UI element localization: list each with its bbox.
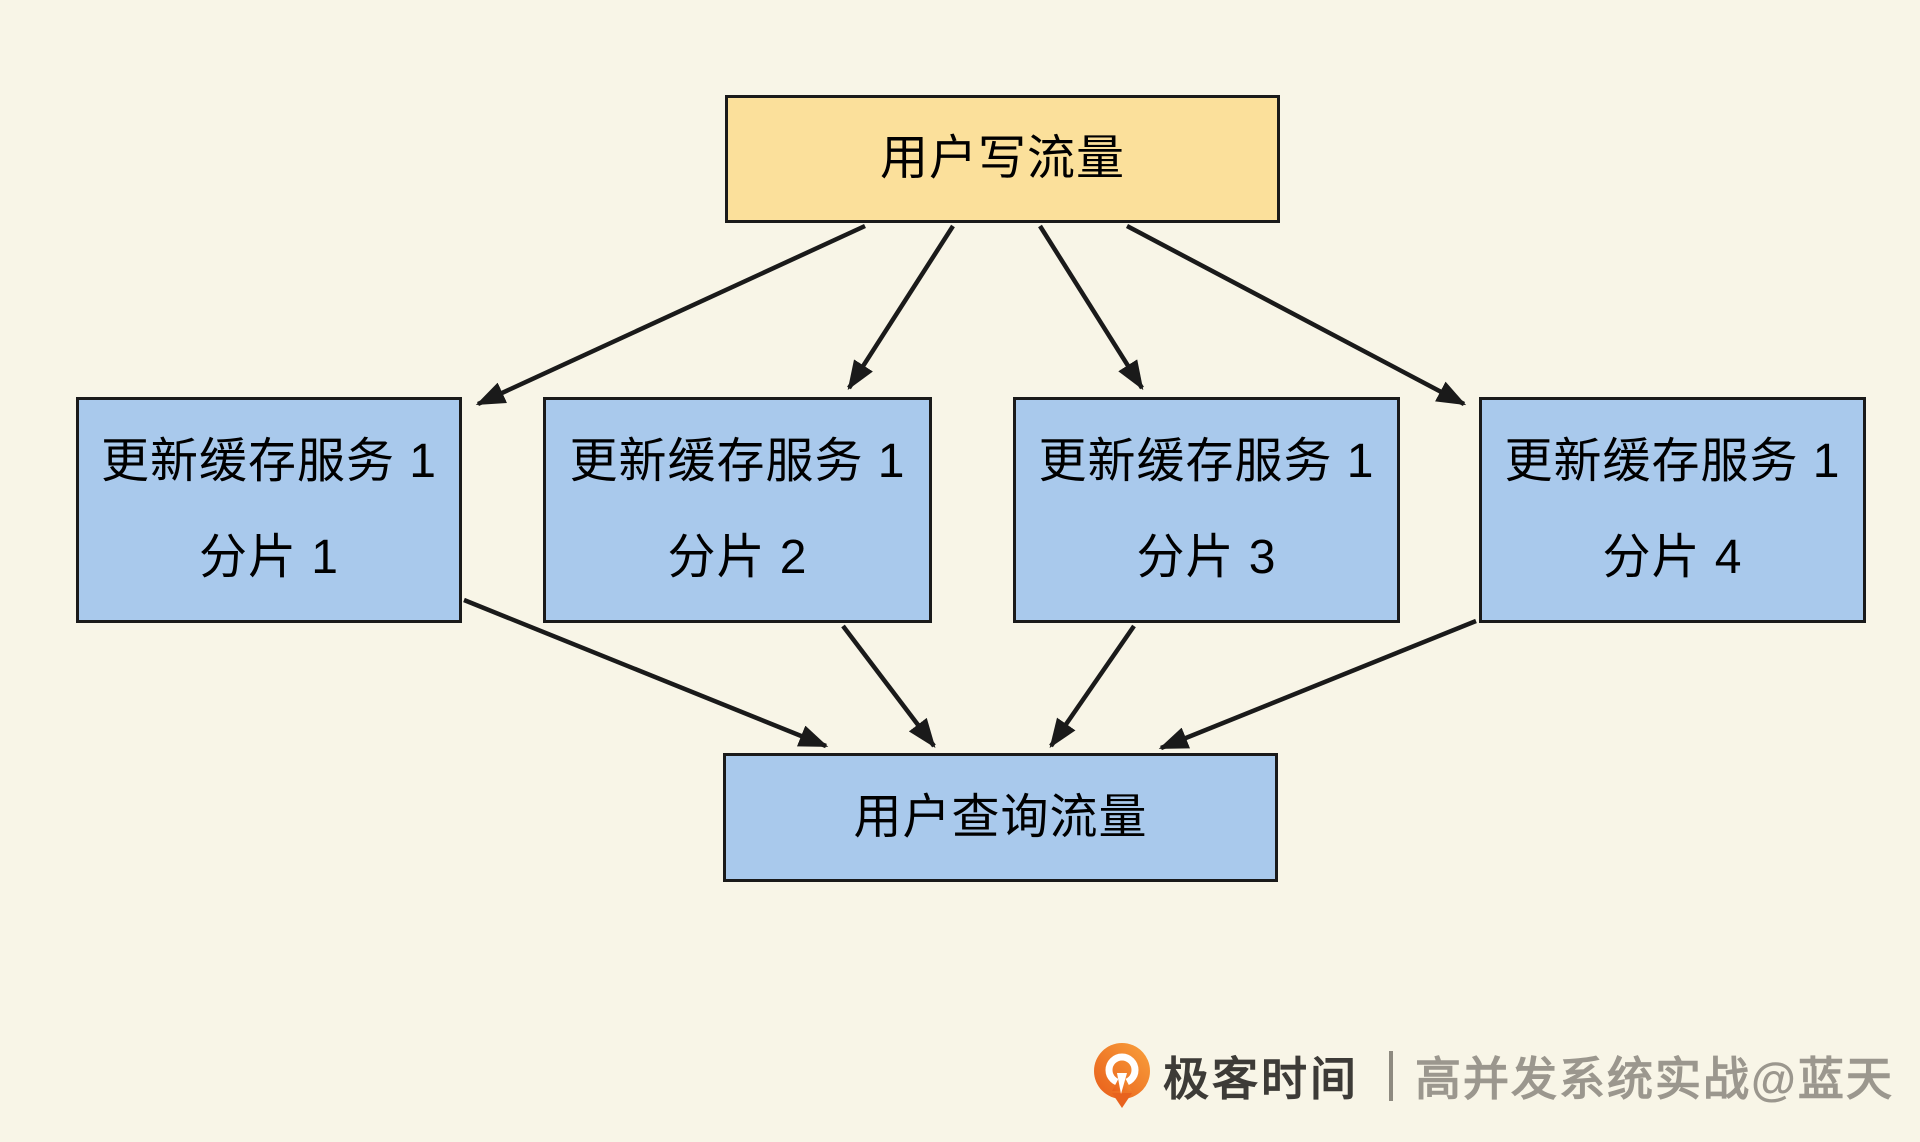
- node-query-traffic-label: 用户查询流量: [853, 790, 1148, 844]
- brand-text: 极客时间: [1163, 1053, 1359, 1105]
- arrow-shard1-to-query: [463, 597, 829, 749]
- arrow-shard2-to-query: [841, 624, 936, 748]
- arrow-write-to-shard1: [475, 223, 866, 407]
- node-shard-1-line1: 更新缓存服务 1: [100, 435, 438, 489]
- node-shard-1: 更新缓存服务 1 分片 1: [76, 397, 462, 623]
- arrow-shard3-to-query: [1049, 624, 1136, 749]
- geektime-logo-icon: [1094, 1043, 1150, 1108]
- arrow-write-to-shard2: [847, 224, 955, 391]
- footer-watermark: 极客时间 高并发系统实战@蓝天: [1093, 1040, 1894, 1112]
- node-shard-2: 更新缓存服务 1 分片 2: [543, 397, 932, 623]
- node-write-traffic: 用户写流量: [725, 95, 1280, 223]
- node-shard-3: 更新缓存服务 1 分片 3: [1013, 397, 1400, 623]
- node-shard-4: 更新缓存服务 1 分片 4: [1479, 397, 1866, 623]
- node-shard-2-line1: 更新缓存服务 1: [569, 435, 906, 489]
- node-write-traffic-label: 用户写流量: [879, 132, 1125, 186]
- node-shard-1-line2: 分片 1: [198, 531, 340, 584]
- node-query-traffic: 用户查询流量: [723, 753, 1278, 882]
- arrow-write-to-shard3: [1038, 224, 1144, 391]
- node-shard-4-line2: 分片 4: [1602, 531, 1743, 584]
- node-shard-4-line1: 更新缓存服务 1: [1504, 435, 1841, 489]
- node-shard-3-line2: 分片 3: [1136, 531, 1277, 584]
- arrow-write-to-shard4: [1125, 224, 1467, 406]
- node-shard-3-line1: 更新缓存服务 1: [1038, 435, 1375, 489]
- divider: [1389, 1051, 1393, 1101]
- credit-text: 高并发系统实战@蓝天: [1415, 1053, 1894, 1105]
- node-shard-2-line2: 分片 2: [667, 531, 808, 584]
- arrow-shard4-to-query: [1158, 618, 1477, 751]
